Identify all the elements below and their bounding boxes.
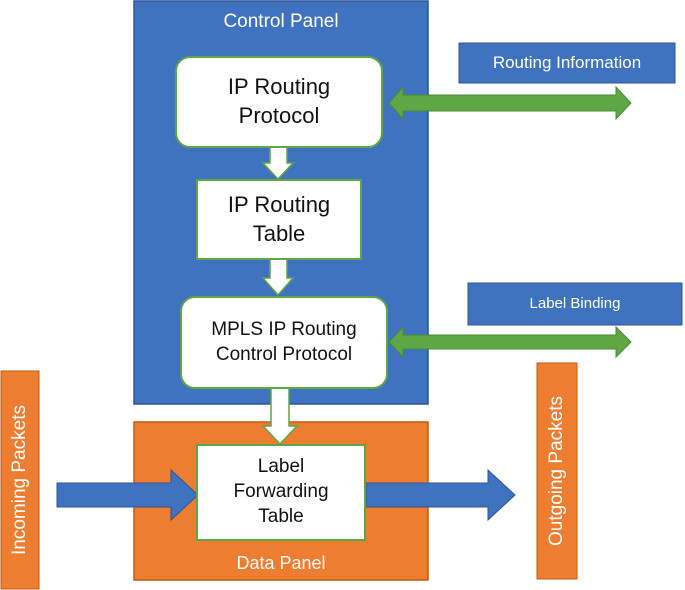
label-binding-double-arrow [388,325,632,359]
outgoing-packets-banner [536,362,578,580]
ip-routing-table-line1: IP Routing [227,191,331,217]
ip-routing-table-text: IP Routing Table [197,180,361,259]
mpls-control-protocol-line2: Control Protocol [215,343,353,365]
mpls-control-protocol-text: MPLS IP Routing Control Protocol [181,297,387,388]
label-forwarding-table-line1: Label [257,456,305,478]
routing-information-double-arrow [388,85,632,121]
label-forwarding-table-text: Label Forwarding Table [197,445,365,540]
outgoing-packets-arrow [365,468,516,522]
label-forwarding-table-line2: Forwarding [233,481,329,503]
ip-routing-protocol-box [175,56,383,148]
ip-routing-protocol-line1: IP Routing [227,74,331,100]
ip-routing-protocol-line2: Protocol [238,103,320,128]
mpls-control-protocol-line1: MPLS IP Routing [211,318,357,340]
incoming-packets-label: Incoming Packets [9,405,30,555]
routing-information-label: Routing Information [492,52,642,72]
label-binding-label: Label Binding [529,295,621,313]
mpls-control-protocol-box [180,296,388,389]
control-panel-title: Control Panel [223,10,339,32]
down-arrow-table-to-mpls [261,258,295,297]
down-arrow-mpls-to-lft [261,387,299,446]
data-panel-title: Data Panel [236,553,326,574]
label-forwarding-table-line3: Table [258,505,304,527]
ip-routing-table-line2: Table [252,220,306,246]
outgoing-packets-label: Outgoing Packets [546,396,567,546]
ip-routing-table-box [196,179,362,260]
down-arrow-protocol-to-table [261,146,295,181]
incoming-packets-banner [0,370,40,590]
incoming-packets-arrow [56,468,199,522]
ip-routing-protocol-text: IP Routing Protocol [176,57,382,147]
label-binding-banner [467,282,683,326]
label-forwarding-table-box [196,444,366,541]
routing-information-banner [458,42,676,84]
